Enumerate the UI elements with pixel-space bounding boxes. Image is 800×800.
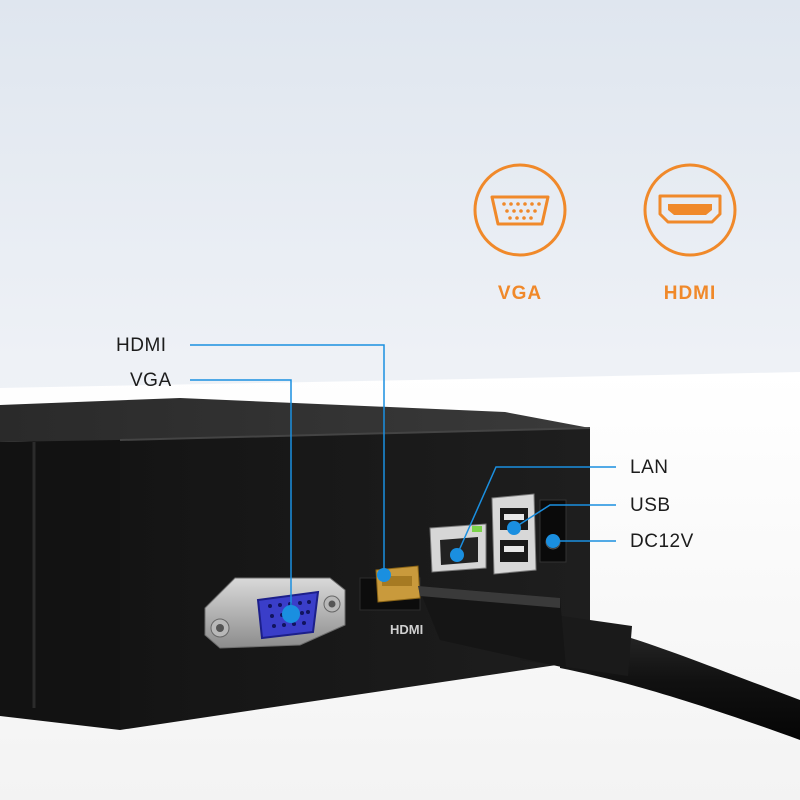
feature-label-hdmi: HDMI: [663, 283, 717, 304]
hdmi-port-icon: [643, 163, 737, 257]
device-front: [120, 428, 590, 730]
feature-label-vga: VGA: [497, 283, 543, 304]
lan-port: [429, 523, 487, 573]
callout-label-lan: LAN: [630, 457, 669, 478]
callout-dots: [282, 521, 560, 623]
callout-label-vga: VGA: [130, 370, 172, 391]
hdmi-port-marking: HDMI: [390, 622, 423, 637]
callout-label-hdmi: HDMI: [116, 335, 167, 356]
device-side: [0, 440, 120, 730]
hdmi-cable: [418, 586, 800, 740]
callout-lines: [190, 344, 616, 614]
hdmi-port: [359, 565, 421, 611]
vga-port-icon: [473, 163, 567, 257]
callout-label-dc: DC12V: [630, 531, 694, 552]
callout-label-usb: USB: [630, 495, 671, 516]
